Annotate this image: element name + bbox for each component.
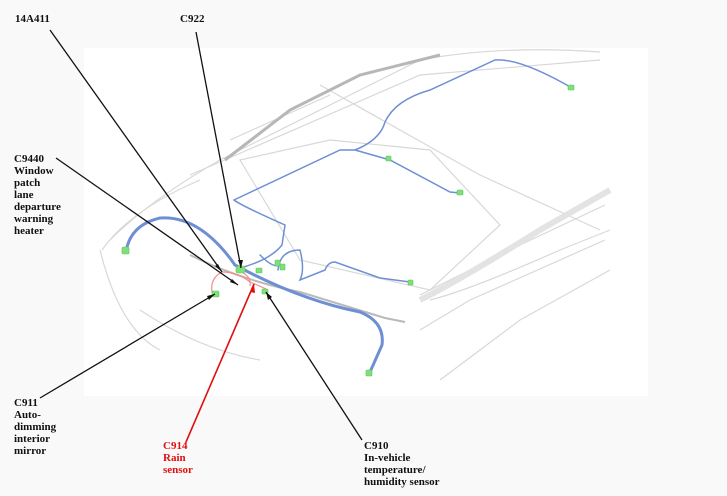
callout-14a411: 14A411 xyxy=(15,13,50,25)
callout-c911-desc-4: mirror xyxy=(14,445,47,457)
connector-c911 xyxy=(211,290,220,298)
connectors xyxy=(121,84,575,377)
callout-c914: C914 Rain sensor xyxy=(163,440,193,476)
roof-rail xyxy=(224,53,441,162)
callout-c9440-desc-4: departure xyxy=(14,201,61,213)
leader-14a411 xyxy=(49,29,223,273)
callout-c910-desc-2: temperature/ xyxy=(364,464,426,476)
callout-c911-desc-3: interior xyxy=(14,433,51,445)
callout-c910: C910 In-vehicle temperature/ humidity se… xyxy=(364,440,440,488)
callout-c9440-desc-3: lane xyxy=(14,189,34,201)
vehicle-body-outline xyxy=(99,49,611,381)
callout-c922-code: C922 xyxy=(180,13,205,25)
callout-c9440-desc-2: patch xyxy=(14,177,41,189)
callout-c9440-desc-5: warning xyxy=(14,213,54,225)
leader-c922 xyxy=(195,31,242,269)
connector-left-a-pillar xyxy=(121,246,130,255)
roof-rail-right xyxy=(418,187,612,303)
leader-c911 xyxy=(39,293,216,399)
callout-c9440: C9440 Window patch lane departure warnin… xyxy=(14,153,61,237)
windshield-header-bar xyxy=(189,254,406,323)
leader-lines xyxy=(39,29,363,441)
callout-c9440-code: C9440 xyxy=(14,153,44,165)
callout-c910-desc-3: humidity sensor xyxy=(364,476,440,488)
callout-c922: C922 xyxy=(180,13,204,25)
callout-c9440-desc-1: Window xyxy=(14,165,54,177)
callout-c911-code: C911 xyxy=(14,397,38,409)
callout-c9440-desc-6: heater xyxy=(14,225,44,237)
leader-c914 xyxy=(185,283,255,443)
callout-14a411-code: 14A411 xyxy=(15,13,50,25)
callout-c914-desc-1: Rain xyxy=(163,452,186,464)
callout-c914-code: C914 xyxy=(163,440,188,452)
leader-c9440 xyxy=(55,157,239,286)
callout-c911-desc-1: Auto- xyxy=(14,409,41,421)
callout-c914-desc-2: sensor xyxy=(163,464,193,476)
leader-c910 xyxy=(265,291,363,441)
callout-c911-desc-2: dimming xyxy=(14,421,57,433)
callout-c911: C911 Auto- dimming interior mirror xyxy=(14,397,56,457)
arrowheads xyxy=(207,260,272,300)
callout-c910-desc-1: In-vehicle xyxy=(364,452,411,464)
callout-c910-code: C910 xyxy=(364,440,389,452)
roof-harness xyxy=(124,59,573,374)
